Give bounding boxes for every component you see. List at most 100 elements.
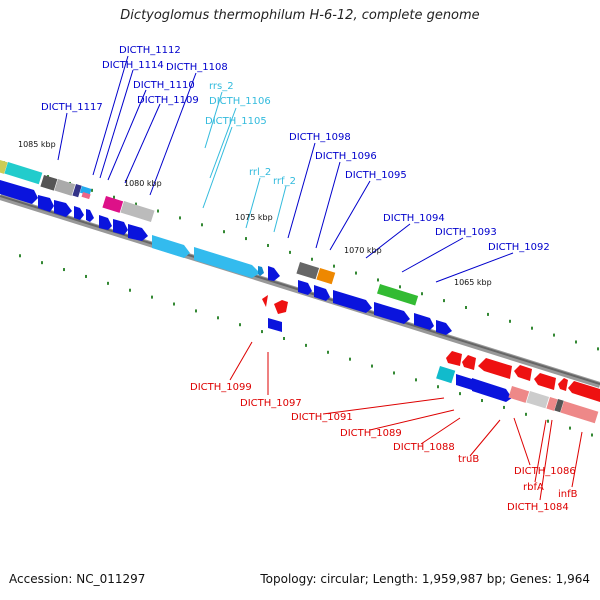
gene-label: 1080 kbp (124, 179, 162, 188)
gene-label: DICTH_1112 (119, 45, 181, 56)
leader-line (229, 341, 253, 381)
leader-line (149, 72, 197, 196)
gene-feature (81, 192, 91, 200)
leader-line (322, 397, 445, 415)
gene-label: 1085 kbp (18, 140, 56, 149)
gene-label: DICTH_1089 (340, 428, 402, 439)
gene-arrow (333, 290, 372, 313)
gene-label: DICTH_1088 (393, 442, 455, 453)
gene-label: 1065 kbp (454, 278, 492, 287)
kbp-scale-labels: 1085 kbp 1080 kbp 1075 kbp 1070 kbp 1065 kbp (18, 140, 492, 287)
leader-line (99, 69, 134, 179)
gene-arrow (568, 381, 600, 402)
gene-label: infB (558, 489, 578, 500)
gene-arrow (374, 302, 410, 324)
gene-feature (40, 175, 58, 191)
gene-arrow (262, 295, 268, 307)
gene-feature (526, 390, 550, 409)
leader-line (315, 161, 341, 249)
leader-line (571, 431, 583, 488)
gene-arrow (314, 285, 330, 301)
gene-arrow (274, 300, 288, 314)
gene-label: DICTH_1092 (488, 242, 550, 253)
gene-label: 1075 kbp (235, 213, 273, 222)
gene-arrow (472, 378, 512, 402)
leader-line (420, 417, 461, 445)
accession-footer: Accession: NC_011297 (9, 572, 145, 586)
gene-arrow (298, 280, 312, 295)
gene-label: rrs_2 (209, 81, 234, 92)
gene-arrow (514, 365, 532, 381)
gene-label: DICTH_1114 (102, 60, 164, 71)
leader-line (92, 55, 129, 176)
accession-label: Accession: (9, 572, 73, 586)
leader-line (124, 103, 161, 184)
leader-line (57, 112, 68, 161)
gene-arrow (86, 209, 94, 222)
leader-line (287, 142, 316, 239)
reverse-gene-labels: DICTH_1099DICTH_1097DICTH_1091DICTH_1089… (190, 382, 578, 513)
gene-label: DICTH_1109 (137, 95, 199, 106)
leader-line (435, 252, 514, 283)
leader-line (107, 89, 147, 181)
gene-label: rrl_2 (249, 167, 271, 178)
gene-arrow (99, 215, 112, 230)
rna-feature (436, 366, 456, 384)
map-title: Dictyoglomus thermophilum H-6-12, comple… (120, 8, 480, 23)
gene-label: rrf_2 (273, 176, 296, 187)
topology-footer: Topology: circular; Length: 1,959,987 bp… (260, 572, 590, 586)
gene-label: DICTH_1117 (41, 102, 103, 113)
gene-label: DICTH_1106 (209, 96, 271, 107)
gene-feature (316, 268, 336, 285)
leader-line (513, 417, 531, 466)
gene-feature (72, 184, 82, 198)
gene-feature (54, 178, 76, 196)
gene-arrow (558, 378, 568, 391)
rna-arrow (152, 235, 190, 258)
gene-arrow (414, 313, 434, 330)
leader-line (539, 419, 553, 501)
gene-arrow (462, 355, 476, 370)
leader-line (273, 185, 287, 233)
gene-arrow (128, 224, 148, 241)
leader-line (202, 126, 233, 209)
gene-arrow (0, 180, 38, 204)
gene-label: 1070 kbp (344, 246, 382, 255)
forward-cds-arrows (0, 180, 512, 402)
gene-label: DICTH_1105 (205, 116, 267, 127)
gene-arrow (268, 318, 282, 332)
leader-line (365, 223, 411, 259)
accession-value: NC_011297 (76, 572, 146, 586)
gene-feature (560, 401, 599, 424)
label-lines (57, 55, 583, 501)
leader-line (469, 419, 501, 457)
gene-label: truB (458, 454, 479, 465)
leader-line (329, 180, 371, 251)
gene-arrow (446, 351, 462, 366)
leader-line (534, 419, 547, 483)
gene-label: DICTH_1091 (291, 412, 353, 423)
gene-label: rbfA (523, 482, 544, 493)
leader-line (209, 107, 237, 179)
gene-arrow (268, 266, 280, 281)
gene-feature (120, 201, 155, 223)
rrna-arrows (152, 235, 456, 384)
gene-label: DICTH_1093 (435, 227, 497, 238)
gene-arrow (436, 320, 452, 335)
gene-label: DICTH_1096 (315, 151, 377, 162)
leader-line (245, 177, 261, 229)
gene-feature (296, 262, 320, 280)
gene-label: DICTH_1095 (345, 170, 407, 181)
gene-label: DICTH_1108 (166, 62, 228, 73)
gene-label: DICTH_1098 (289, 132, 351, 143)
reverse-genes (262, 295, 600, 424)
leader-line (401, 237, 464, 273)
gene-arrow (54, 200, 72, 217)
gene-arrow (74, 206, 84, 220)
leader-line (369, 409, 455, 431)
gene-label: DICTH_1099 (190, 382, 252, 393)
gene-label: DICTH_1086 (514, 466, 576, 477)
